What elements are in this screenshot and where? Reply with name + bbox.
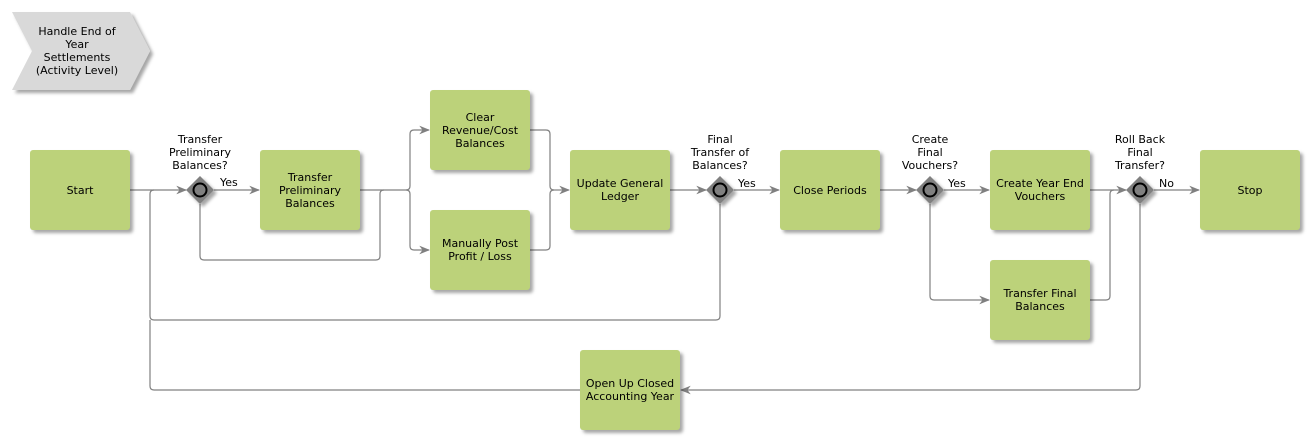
task-transfer-preliminary-balances[interactable]: Transfer Preliminary Balances	[260, 150, 360, 230]
gateway-g3-label: Create Final Vouchers?	[901, 133, 959, 172]
gateway-g4	[1126, 176, 1154, 204]
connector-split-to-clear	[405, 125, 431, 191]
edge-label-g2-yes: Yes	[738, 177, 756, 190]
gateway-g4-label: Roll Back Final Transfer?	[1114, 133, 1166, 172]
task-clear-revenue-cost-balances[interactable]: Clear Revenue/Cost Balances	[430, 90, 530, 170]
task-stop[interactable]: Stop	[1200, 150, 1300, 230]
connector-g1-bypass	[199, 189, 385, 261]
task-update-general-ledger[interactable]: Update General Ledger	[570, 150, 670, 230]
task-manually-post-profit-loss[interactable]: Manually Post Profit / Loss	[430, 210, 530, 290]
gateway-g1-label: Transfer Preliminary Balances?	[168, 133, 232, 172]
connector-open-year-loopback	[149, 320, 580, 391]
connector-transfer-final-to-g4	[1090, 189, 1115, 301]
connector-manual-to-join	[530, 189, 555, 251]
connector-g4-to-open-year	[679, 204, 1141, 395]
edge-label-g3-yes: Yes	[948, 177, 966, 190]
connector-split-to-manual	[405, 189, 431, 255]
gateway-g3	[916, 176, 944, 204]
connector-g3-to-transfer-final	[929, 204, 991, 305]
gateway-g2-label: Final Transfer of Balances?	[690, 133, 750, 172]
task-close-periods[interactable]: Close Periods	[780, 150, 880, 230]
task-transfer-final-balances[interactable]: Transfer Final Balances	[990, 260, 1090, 340]
task-start[interactable]: Start	[30, 150, 130, 230]
task-open-up-closed-accounting-year[interactable]: Open Up Closed Accounting Year	[580, 350, 680, 430]
connector-g2-loopback	[149, 189, 721, 321]
gateway-g2	[706, 176, 734, 204]
edge-label-g4-no: No	[1159, 177, 1174, 190]
process-title: Handle End of Year Settlements (Activity…	[35, 25, 119, 77]
task-create-year-end-vouchers[interactable]: Create Year End Vouchers	[990, 150, 1090, 230]
gateway-g1	[186, 176, 214, 204]
connector-clear-to-join	[530, 129, 555, 191]
header-chevron-shape	[12, 12, 150, 90]
edge-label-g1-yes: Yes	[220, 176, 238, 189]
